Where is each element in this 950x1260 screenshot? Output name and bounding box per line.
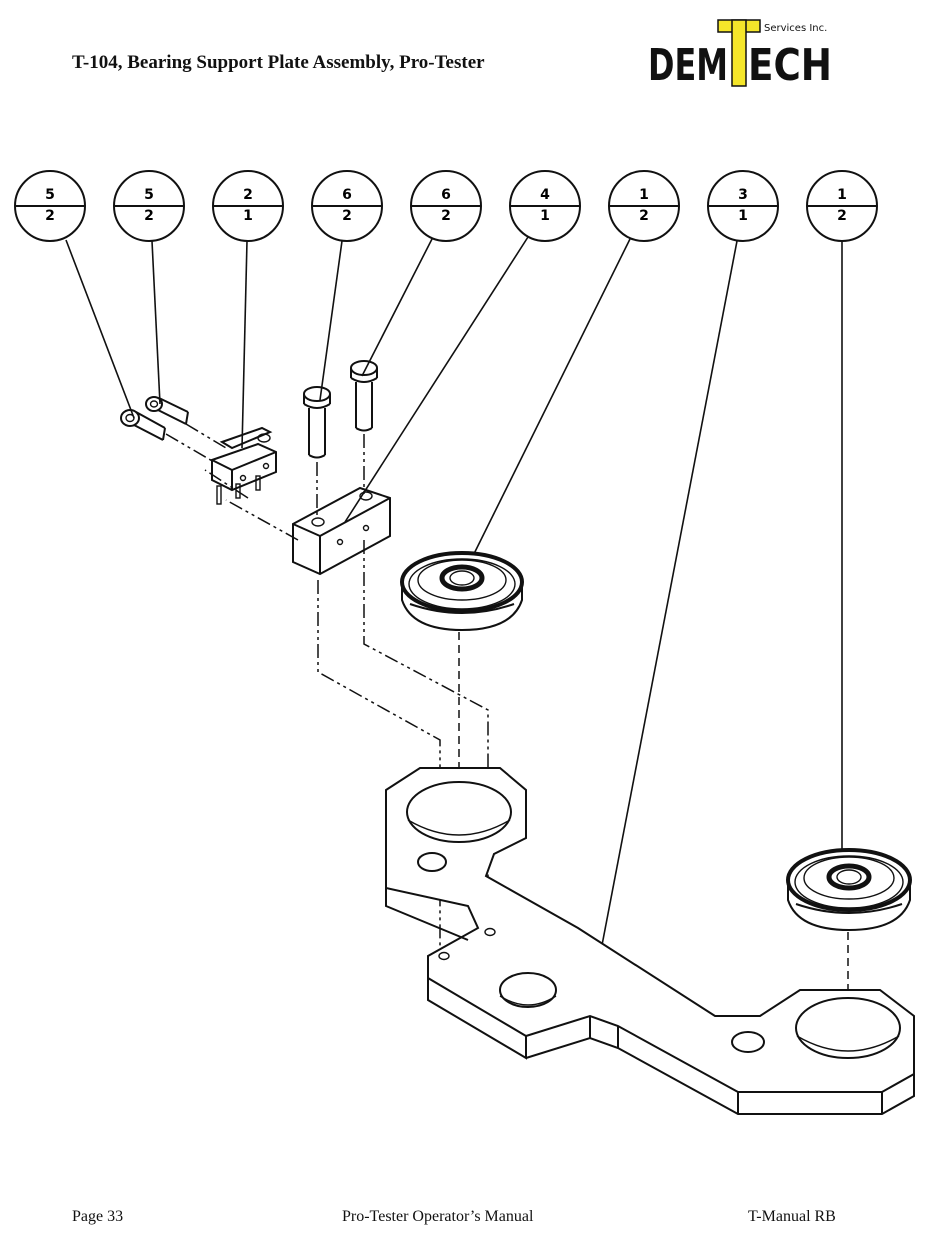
callout-bubble: 6 2 <box>411 171 481 241</box>
callout-quantity: 2 <box>45 208 55 224</box>
callout-bubble: 3 1 <box>708 171 778 241</box>
bearing-item-1-left <box>402 553 522 630</box>
callout-quantity: 2 <box>144 208 154 224</box>
callout-item-number: 2 <box>243 187 253 203</box>
callout-item-number: 6 <box>441 187 451 203</box>
callout-bubbles: 5 2 5 2 2 1 6 2 6 2 <box>15 171 877 241</box>
callout-item-number: 5 <box>45 187 55 203</box>
callout-quantity: 2 <box>441 208 451 224</box>
callout-bubble: 4 1 <box>510 171 580 241</box>
callout-quantity: 1 <box>243 208 253 224</box>
callout-bubble: 5 2 <box>15 171 85 241</box>
screw-item-5-lower <box>121 410 165 440</box>
shoulder-screw-item-6-left <box>304 387 330 458</box>
micro-switch-item-2 <box>212 428 276 504</box>
callout-quantity: 2 <box>837 208 847 224</box>
callout-bubble: 6 2 <box>312 171 382 241</box>
callout-item-number: 1 <box>837 187 847 203</box>
mount-block-item-4 <box>293 488 390 574</box>
callout-quantity: 2 <box>342 208 352 224</box>
base-plate-item-3 <box>386 768 914 1114</box>
callout-item-number: 3 <box>738 187 748 203</box>
callout-item-number: 1 <box>639 187 649 203</box>
callout-bubble: 2 1 <box>213 171 283 241</box>
document-code: T-Manual RB <box>748 1208 836 1226</box>
callout-bubble: 1 2 <box>807 171 877 241</box>
callout-quantity: 2 <box>639 208 649 224</box>
callout-quantity: 1 <box>540 208 550 224</box>
callout-item-number: 6 <box>342 187 352 203</box>
callout-quantity: 1 <box>738 208 748 224</box>
callout-item-number: 5 <box>144 187 154 203</box>
manual-title: Pro-Tester Operator’s Manual <box>342 1208 533 1226</box>
callout-bubble: 5 2 <box>114 171 184 241</box>
callout-bubble: 1 2 <box>609 171 679 241</box>
callout-item-number: 4 <box>540 187 550 203</box>
bearing-item-1-right <box>788 850 910 930</box>
page-number: Page 33 <box>72 1208 123 1226</box>
